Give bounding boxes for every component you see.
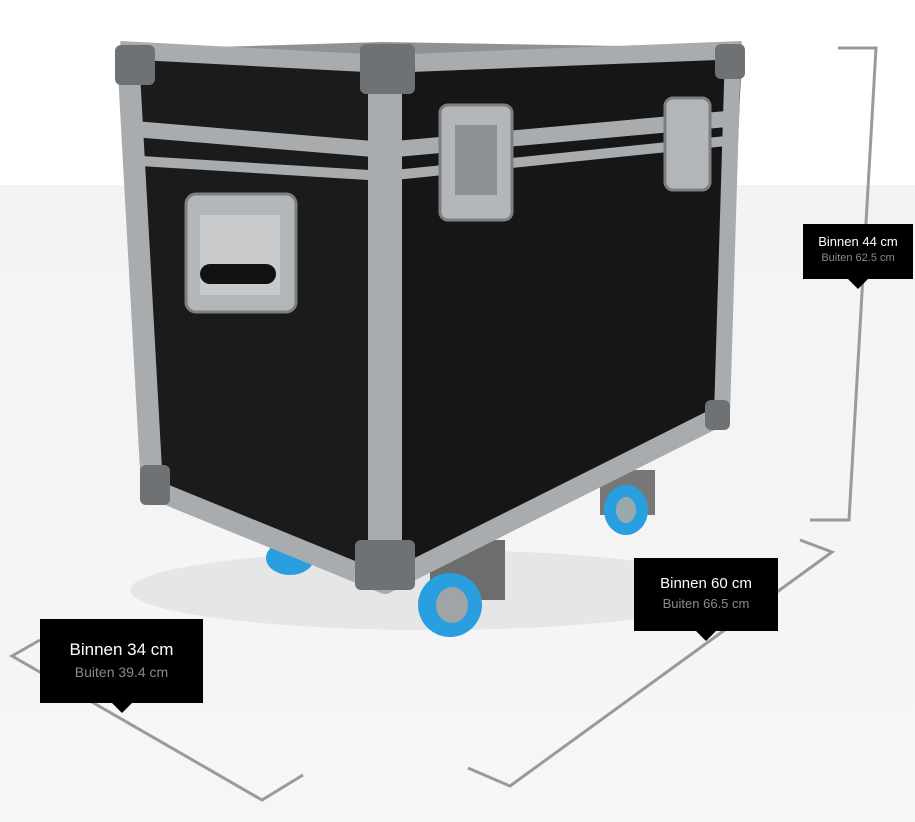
case-side-face [120,50,385,588]
length-outer: Buiten 66.5 cm [662,596,750,611]
depth-outer: Buiten 39.4 cm [74,664,169,680]
aluminium-profiles [117,41,743,594]
corner-pieces [115,44,745,590]
length-dimension-line [467,538,836,788]
height-outer: Buiten 62.5 cm [821,252,895,264]
side-handle [184,192,298,314]
length-dimension-label: Binnen 60 cm Buiten 66.5 cm [634,558,778,641]
depth-dimension-label: Binnen 34 cm Buiten 39.4 cm [40,619,203,713]
height-dimension-label: Binnen 44 cm Buiten 62.5 cm [803,224,913,289]
depth-inner: Binnen 34 cm [69,640,174,659]
depth-dimension-line [8,638,304,802]
height-inner: Binnen 44 cm [818,234,898,249]
length-inner: Binnen 60 cm [660,575,752,592]
latches [438,96,712,222]
